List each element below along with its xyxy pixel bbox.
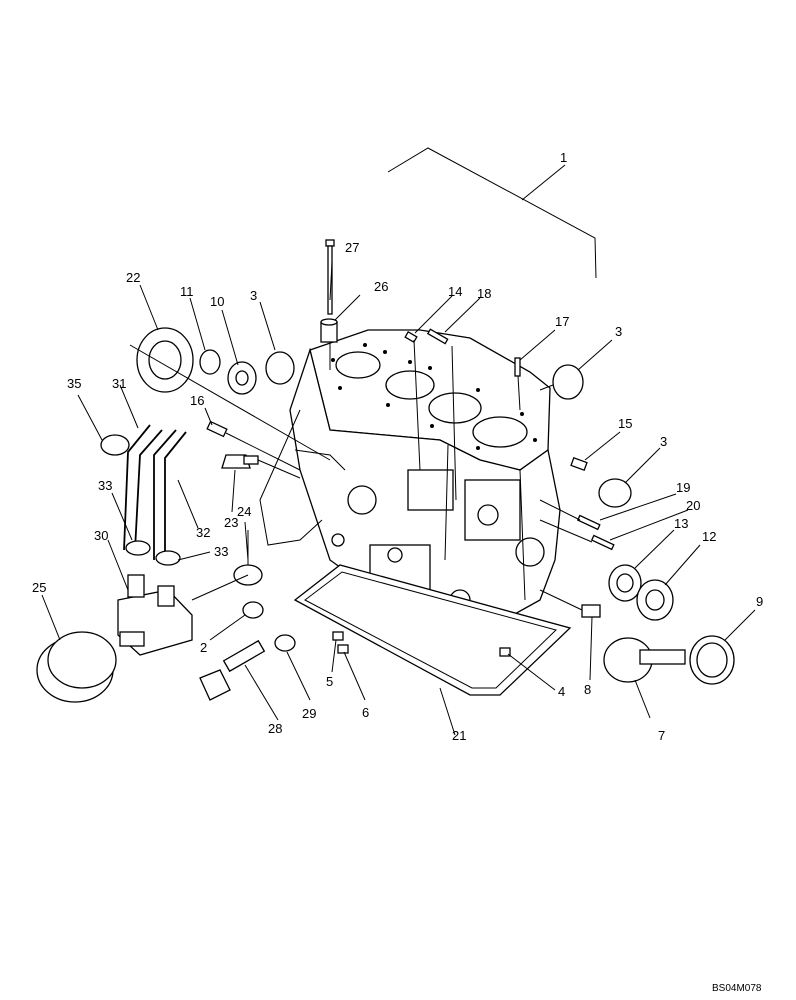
callout-35: 35 — [67, 376, 81, 391]
part-15-pin — [570, 457, 588, 471]
callout-13: 13 — [674, 516, 688, 531]
part-7-pump — [603, 637, 686, 683]
part-29-oring — [274, 634, 296, 652]
part-23-switch — [221, 454, 301, 479]
part-4-plug — [499, 647, 511, 657]
part-14-pin — [404, 331, 418, 343]
callout-19: 19 — [676, 480, 690, 495]
callout-3-top-right: 3 — [615, 324, 622, 339]
callout-4: 4 — [558, 684, 565, 699]
part-22-seal — [129, 327, 331, 461]
part-28-bolt — [199, 639, 266, 701]
oil-pan-gasket — [293, 564, 572, 696]
part-25-oil-filter — [36, 631, 117, 703]
callout-16: 16 — [190, 393, 204, 408]
callout-18: 18 — [477, 286, 491, 301]
callout-8: 8 — [584, 682, 591, 697]
callout-24: 24 — [237, 504, 251, 519]
part-27-bolt — [325, 239, 335, 315]
part-12-gear — [636, 579, 674, 621]
part-32-hose — [153, 429, 187, 560]
part-3-plug-right-top — [552, 364, 584, 400]
callout-23: 23 — [224, 515, 238, 530]
callout-6: 6 — [362, 705, 369, 720]
part-35-clamp — [100, 434, 130, 456]
part-18-pin — [426, 328, 449, 345]
callout-32: 32 — [196, 525, 210, 540]
part-20-pin — [590, 534, 615, 551]
part-8-fitting — [539, 589, 601, 618]
cylinder-block — [259, 329, 561, 656]
part-33-clamp-right — [155, 550, 181, 566]
callout-7: 7 — [658, 728, 665, 743]
part-3-plug-right-lower — [598, 478, 632, 508]
callout-29: 29 — [302, 706, 316, 721]
part-19-pin — [576, 514, 601, 531]
callout-12: 12 — [702, 529, 716, 544]
part-31-hose — [123, 424, 163, 551]
callout-22: 22 — [126, 270, 140, 285]
callout-15: 15 — [618, 416, 632, 431]
callout-14: 14 — [448, 284, 462, 299]
callout-20: 20 — [686, 498, 700, 513]
callout-27: 27 — [345, 240, 359, 255]
part-16-pin — [206, 420, 228, 438]
assembly-bracket — [387, 147, 597, 279]
part-6-fitting — [337, 644, 349, 654]
callout-labels: 1 22 27 14 18 17 3 11 10 3 26 35 31 16 1… — [32, 150, 763, 743]
callout-17: 17 — [555, 314, 569, 329]
part-26-sleeve — [320, 318, 338, 370]
callout-1: 1 — [560, 150, 567, 165]
callout-25: 25 — [32, 580, 46, 595]
callout-9: 9 — [756, 594, 763, 609]
callout-26: 26 — [374, 279, 388, 294]
leader-lines — [41, 261, 756, 736]
part-9-bushing — [689, 635, 735, 685]
callout-10: 10 — [210, 294, 224, 309]
reference-code: BS04M078 — [712, 983, 762, 994]
part-5-fitting — [332, 631, 344, 641]
callout-5: 5 — [326, 674, 333, 689]
part-10-bearing — [227, 361, 257, 395]
callout-33-lower: 33 — [214, 544, 228, 559]
part-33-clamp-left — [125, 540, 151, 556]
callout-2: 2 — [200, 640, 207, 655]
callout-30: 30 — [94, 528, 108, 543]
callout-11: 11 — [180, 284, 194, 299]
callout-21: 21 — [452, 728, 466, 743]
callout-28: 28 — [268, 721, 282, 736]
part-2-washer — [242, 601, 264, 619]
callout-33-upper: 33 — [98, 478, 112, 493]
part-3-plug-left — [265, 351, 295, 385]
part-30-oil-cooler — [117, 574, 193, 656]
part-11-oring — [199, 349, 221, 375]
callout-31: 31 — [112, 376, 126, 391]
callout-3-right: 3 — [660, 434, 667, 449]
part-17-pin — [514, 357, 521, 377]
part-13-gear — [608, 564, 642, 602]
callout-3-left: 3 — [250, 288, 257, 303]
